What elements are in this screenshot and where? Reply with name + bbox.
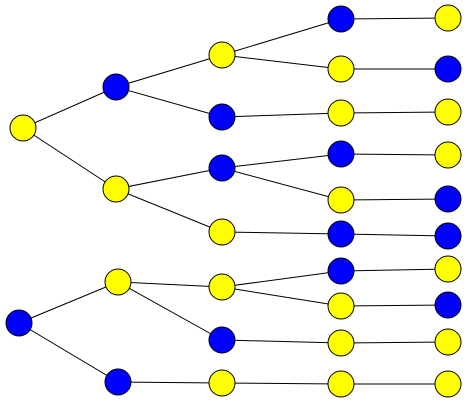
edge-t2-b1-to-t2-b1a — [221, 382, 342, 385]
edges-layer — [18, 17, 449, 385]
edge-t2-a1b-to-t2-a1b-x — [340, 304, 449, 307]
edge-t2-a1-to-t2-a1b — [221, 286, 342, 307]
node-t2-a-yellow — [104, 268, 132, 296]
edge-t1-a1a-to-t1-a1a-x — [340, 17, 449, 20]
node-t1-a-blue — [102, 73, 130, 101]
node-t1-a1a-x-yellow — [434, 4, 462, 32]
node-t2-b-blue — [104, 368, 132, 396]
edge-t1-b1a-to-t1-b1a-x — [340, 153, 449, 156]
nodes-layer — [5, 4, 462, 398]
node-t1-b2a-x-blue — [434, 222, 462, 250]
node-t1-b-yellow — [102, 175, 130, 203]
node-t1-b1a-x-yellow — [434, 141, 462, 169]
edge-t2-a-to-t2-a1 — [117, 281, 223, 288]
edge-t2-a2-to-t2-a2a — [221, 339, 342, 344]
edge-t1-root-to-t1-b — [22, 127, 117, 190]
edge-t1-a-to-t1-a2 — [115, 86, 223, 118]
edge-t1-b2-to-t1-b2a — [221, 231, 342, 235]
edge-t2-a2a-to-t2-a2a-x — [340, 341, 449, 344]
edge-t1-b1-to-t1-b1a — [221, 153, 342, 169]
edge-t2-b-to-t2-b1 — [117, 381, 223, 384]
edge-t1-b-to-t1-b1 — [115, 167, 223, 190]
node-t2-root-blue — [5, 309, 33, 337]
node-t2-b1-yellow — [208, 369, 236, 397]
node-t2-a1b-yellow — [327, 292, 355, 320]
node-t2-a2a-x-yellow — [434, 328, 462, 356]
node-t1-a1a-blue — [327, 5, 355, 33]
edge-t2-root-to-t2-b — [18, 322, 119, 383]
node-t2-b1a-yellow — [327, 370, 355, 398]
edge-t1-b-to-t1-b2 — [115, 188, 223, 233]
node-t1-a2a-x-yellow — [434, 98, 462, 126]
node-t2-a1a-blue — [327, 257, 355, 285]
node-t1-b2-yellow — [208, 218, 236, 246]
node-t2-b1a-x-yellow — [434, 370, 462, 398]
node-t1-a2-blue — [208, 103, 236, 131]
edge-t1-a2-to-t1-a2a — [221, 112, 342, 118]
edge-t2-a1a-to-t2-a1a-x — [340, 268, 449, 272]
edge-t1-b1b-to-t1-b1b-x — [340, 198, 449, 201]
edge-t1-a1-to-t1-a1b — [221, 54, 342, 70]
node-t2-a2a-yellow — [327, 329, 355, 357]
node-t2-a1-yellow — [208, 273, 236, 301]
edge-t1-a2a-to-t1-a2a-x — [340, 111, 449, 114]
edge-t1-a1-to-t1-a1a — [221, 18, 342, 56]
node-t1-a2a-yellow — [327, 99, 355, 127]
node-t1-a1b-x-blue — [434, 55, 462, 83]
node-t1-b1b-yellow — [327, 186, 355, 214]
edge-t1-a-to-t1-a1 — [115, 54, 223, 88]
node-t1-a1b-yellow — [327, 55, 355, 83]
edge-t2-a1-to-t2-a1a — [221, 270, 342, 288]
node-t1-root-yellow — [9, 114, 37, 142]
node-t2-a1a-x-yellow — [434, 255, 462, 283]
node-t2-a2-blue — [208, 326, 236, 354]
edge-t1-root-to-t1-a — [22, 86, 117, 129]
edge-t1-b2a-to-t1-b2a-x — [340, 233, 449, 237]
node-t1-b1a-blue — [327, 140, 355, 168]
edge-t2-root-to-t2-a — [18, 281, 119, 324]
node-t1-b2a-blue — [327, 220, 355, 248]
node-t1-b1b-x-blue — [434, 185, 462, 213]
edge-t2-a-to-t2-a2 — [117, 281, 223, 341]
node-t2-a1b-x-blue — [434, 291, 462, 319]
node-t1-a1-yellow — [208, 41, 236, 69]
edge-t1-b1-to-t1-b1b — [221, 167, 342, 201]
node-t1-b1-blue — [208, 154, 236, 182]
